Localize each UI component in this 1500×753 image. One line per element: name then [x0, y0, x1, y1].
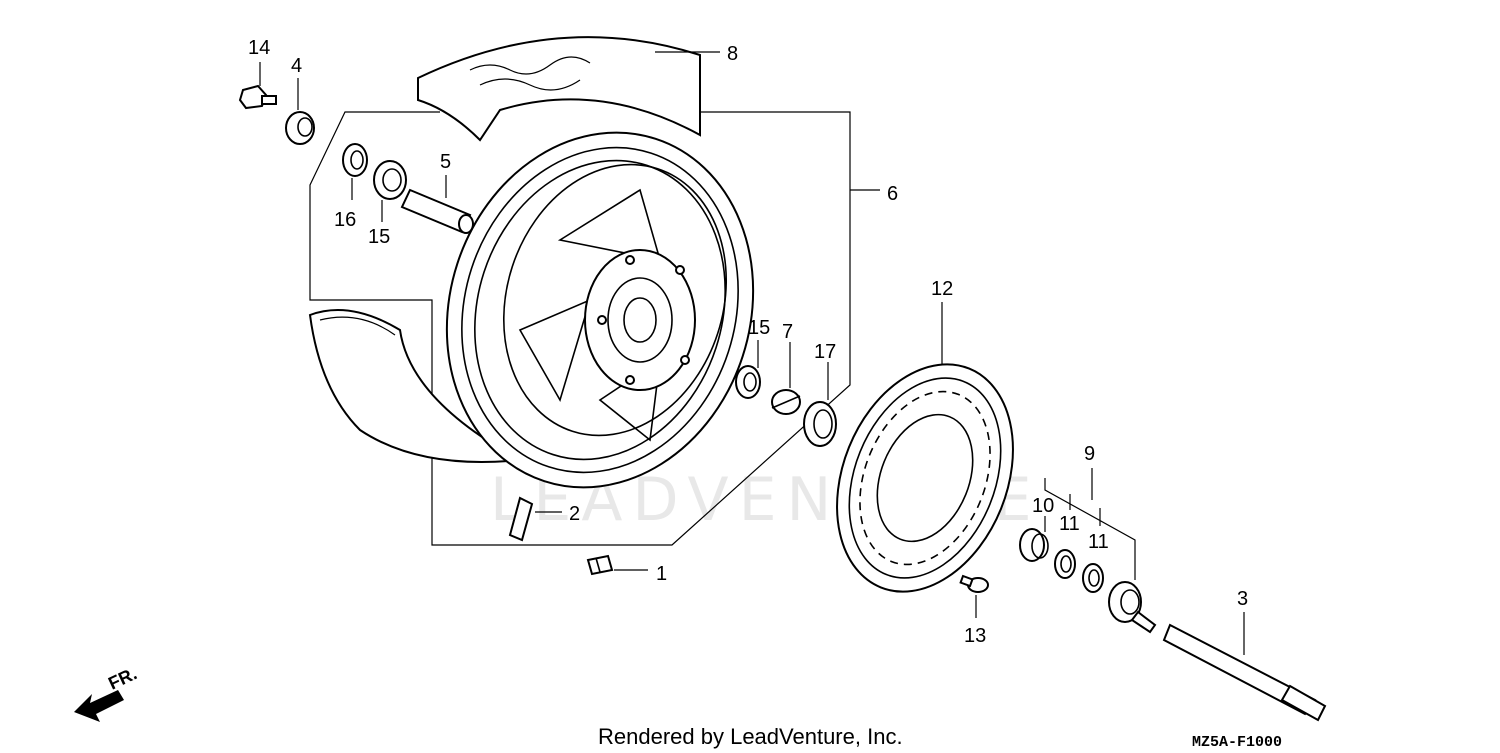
callout-13: 13 [964, 625, 986, 647]
callout-9: 9 [1084, 443, 1095, 465]
disc-bolt-part-13[interactable] [959, 574, 989, 593]
callout-3: 3 [1237, 588, 1248, 610]
axle-part-3[interactable] [1162, 623, 1327, 722]
callout-15-left: 15 [368, 226, 390, 248]
washer-part-11-left[interactable] [1054, 549, 1076, 579]
dust-seal-part-17[interactable] [803, 401, 837, 447]
callout-11-right: 11 [1088, 531, 1109, 553]
distance-collar-part-5[interactable] [400, 188, 474, 234]
callout-8: 8 [727, 43, 738, 65]
callout-7: 7 [782, 321, 793, 343]
bearing-part-15-left[interactable] [373, 160, 407, 200]
callout-6: 6 [887, 183, 898, 205]
speedometer-gearbox[interactable] [1108, 581, 1157, 634]
front-direction-marker: FR. [74, 663, 140, 722]
callout-11-left: 11 [1059, 513, 1080, 535]
callout-14: 14 [248, 37, 270, 59]
tire-part-8[interactable] [308, 36, 701, 463]
diagram-code: MZ5A-F1000 [1192, 734, 1282, 751]
bearing-part-15-right[interactable] [735, 365, 761, 399]
callout-16: 16 [334, 209, 356, 231]
callout-10: 10 [1032, 495, 1054, 517]
bolt-part-14[interactable] [238, 84, 277, 110]
wheel-rim[interactable] [402, 92, 799, 527]
callout-1: 1 [656, 563, 667, 585]
render-credit: Rendered by LeadVenture, Inc. [598, 724, 903, 749]
dust-seal-part-16[interactable] [342, 143, 368, 177]
callout-2: 2 [569, 503, 580, 525]
collar-part-4[interactable] [285, 111, 315, 145]
callout-15-right: 15 [748, 317, 770, 339]
brake-disc-part-12[interactable] [805, 338, 1045, 618]
washer-part-11-right[interactable] [1082, 563, 1104, 593]
gear-retainer-part-7[interactable] [771, 389, 801, 415]
front-direction-label: FR. [105, 663, 140, 693]
callout-5: 5 [440, 151, 451, 173]
callout-12: 12 [931, 278, 953, 300]
bracket-9 [1044, 478, 1136, 580]
collar-part-10[interactable] [1019, 528, 1049, 562]
callout-4: 4 [291, 55, 302, 77]
balance-weight-part-1[interactable] [586, 554, 614, 576]
callout-17: 17 [814, 341, 836, 363]
valve-stem-part-2[interactable] [508, 496, 534, 542]
